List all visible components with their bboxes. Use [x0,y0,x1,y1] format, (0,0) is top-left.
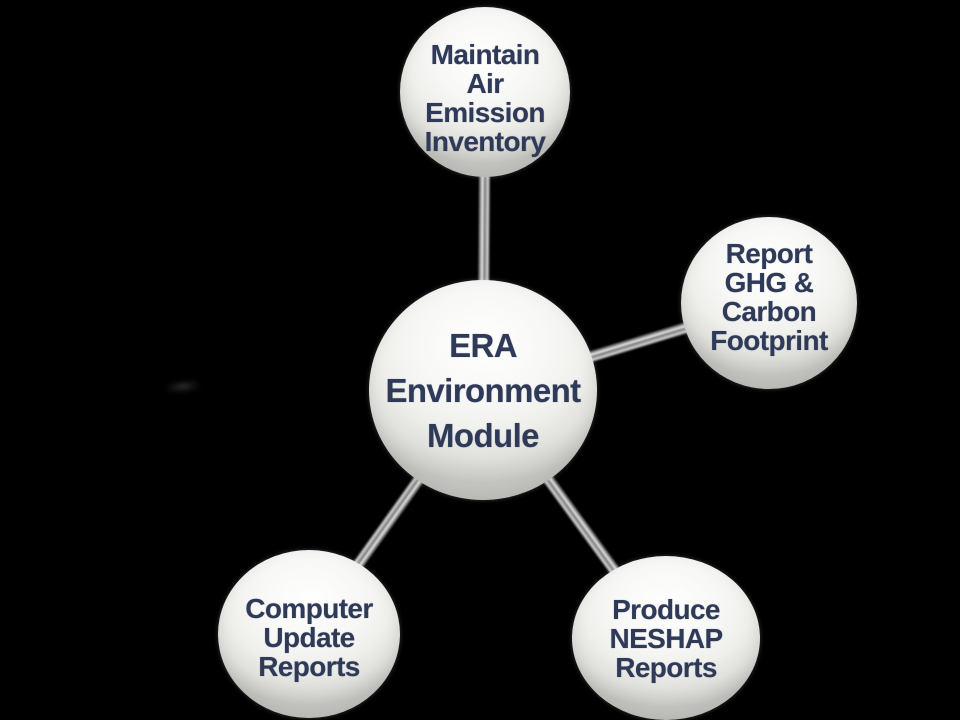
node-report-ghg-carbon-footprint-label: Report GHG & Carbon Footprint [710,238,828,356]
label-line: Emission [425,97,545,128]
node-computer-update-reports-label: Computer Update Reports [245,592,373,682]
smudge-artifact [166,379,200,394]
label-line: GHG & [724,267,814,298]
label-line: Inventory [424,126,546,157]
node-era-environment-module: ERA Environment Module [369,280,597,500]
node-report-ghg-carbon-footprint: Report GHG & Carbon Footprint [681,217,857,389]
label-line: Environment [385,371,581,409]
label-line: Reports [258,650,360,682]
label-line: Maintain [430,39,540,70]
label-line: Module [427,416,539,454]
label-line: Air [466,68,504,99]
label-line: Update [263,621,355,653]
label-line: Computer [245,592,373,624]
node-produce-neshap-reports: Produce NESHAP Reports [572,556,760,720]
node-maintain-air-emission-inventory-label: Maintain Air Emission Inventory [425,40,546,156]
label-line: Reports [615,651,717,683]
node-maintain-air-emission-inventory: Maintain Air Emission Inventory [400,7,570,177]
node-computer-update-reports: Computer Update Reports [218,550,400,718]
label-line: Carbon [721,296,817,327]
label-line: Report [725,238,813,269]
label-line: NESHAP [609,622,723,654]
node-era-environment-module-label: ERA Environment Module [385,323,581,458]
label-line: ERA [449,326,517,364]
node-produce-neshap-reports-label: Produce NESHAP Reports [609,593,723,683]
label-line: Footprint [710,325,828,356]
label-line: Produce [612,593,720,625]
